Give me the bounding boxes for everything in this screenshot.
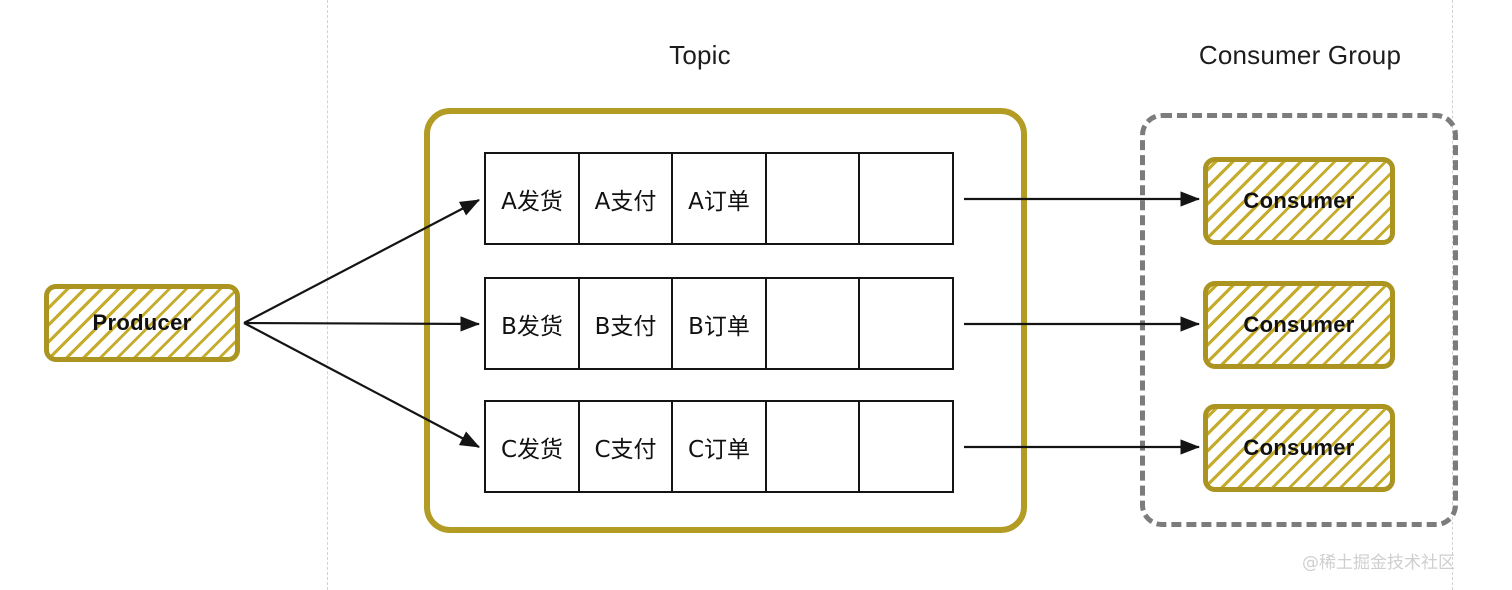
partition-cell <box>764 277 861 370</box>
partition-cell: B支付 <box>577 277 674 370</box>
consumer-label: Consumer <box>1243 312 1355 337</box>
partition-cell: A订单 <box>671 152 767 245</box>
producer-label: Producer <box>92 310 192 335</box>
partition-cell <box>764 152 861 245</box>
consumer-box[interactable]: Consumer <box>1203 404 1395 492</box>
partition-cell: A发货 <box>484 152 580 245</box>
partition-cell <box>858 152 954 245</box>
partition-cell <box>858 277 954 370</box>
partition-cell <box>858 400 954 493</box>
partition-row: A发货 A支付 A订单 <box>484 152 964 245</box>
partition-cell: B发货 <box>484 277 580 370</box>
topic-heading: Topic <box>669 40 731 70</box>
partition-row: B发货 B支付 B订单 <box>484 277 964 370</box>
consumer-group-container <box>1140 113 1458 527</box>
guide-line-left <box>327 0 328 590</box>
partition-cell <box>764 400 861 493</box>
producer-box[interactable]: Producer <box>44 284 240 362</box>
partition-cell: B订单 <box>671 277 767 370</box>
watermark: @稀土掘金技术社区 <box>1302 553 1455 573</box>
consumer-label: Consumer <box>1243 188 1355 213</box>
consumer-box[interactable]: Consumer <box>1203 157 1395 245</box>
partition-cell: C发货 <box>484 400 580 493</box>
partition-cell: A支付 <box>577 152 674 245</box>
partition-row: C发货 C支付 C订单 <box>484 400 964 493</box>
consumer-group-heading: Consumer Group <box>1198 40 1402 70</box>
guide-line-right <box>1452 0 1453 590</box>
consumer-box[interactable]: Consumer <box>1203 281 1395 369</box>
partition-cell: C订单 <box>671 400 767 493</box>
consumer-label: Consumer <box>1243 435 1355 460</box>
partition-cell: C支付 <box>577 400 674 493</box>
